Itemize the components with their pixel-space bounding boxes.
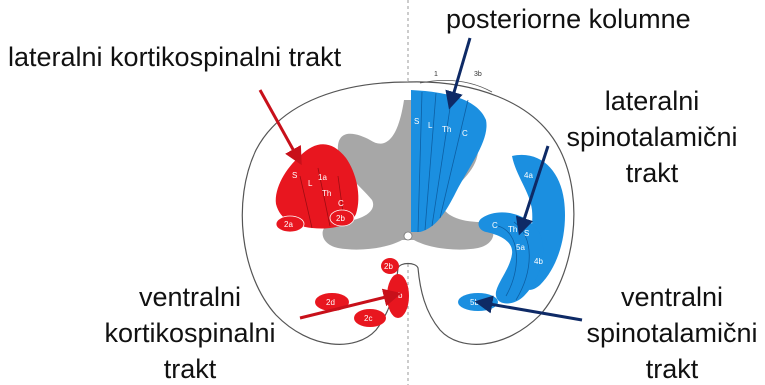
marker-pc-c: C <box>462 129 468 138</box>
marker-2a: 2a <box>284 220 293 229</box>
marker-lst-th: Th <box>508 225 517 234</box>
marker-4b: 4b <box>534 257 543 266</box>
label-lateral-spinothalamic-line3: trakt <box>626 158 679 188</box>
marker-lct-th: Th <box>322 189 331 198</box>
label-ventral-corticospinal-line3: trakt <box>164 354 217 384</box>
marker-lct-l: L <box>308 179 313 188</box>
marker-lct-s: S <box>292 171 297 180</box>
label-ventral-spinothalamic-line1: ventralni <box>621 282 723 312</box>
label-lateral-spinothalamic-line1: lateralni <box>605 86 700 116</box>
label-ventral-corticospinal-line1: ventralni <box>139 282 241 312</box>
label-ventral-spinothalamic-line3: trakt <box>646 354 699 384</box>
marker-vct-b: b <box>398 291 403 300</box>
label-lateral-spinothalamic: lateralni spinotalamični trakt <box>566 86 737 188</box>
marker-5a: 5a <box>516 243 525 252</box>
marker-1a: 1a <box>318 173 327 182</box>
marker-1: 1 <box>434 71 438 78</box>
label-posterior-columns: posteriorne kolumne <box>446 4 691 34</box>
label-ventral-corticospinal-line2: kortikospinalni <box>104 318 275 348</box>
label-lateral-spinothalamic-line2: spinotalamični <box>566 122 737 152</box>
marker-2c: 2c <box>364 314 372 323</box>
label-ventral-spinothalamic-line2: spinotalamični <box>586 318 757 348</box>
central-canal <box>404 232 412 240</box>
marker-pc-l: L <box>428 121 433 130</box>
marker-4a: 4a <box>524 171 533 180</box>
marker-pc-s: S <box>414 117 419 126</box>
marker-lst-c: C <box>492 221 498 230</box>
marker-pc-th: Th <box>442 125 451 134</box>
label-ventral-corticospinal: ventralni kortikospinalni trakt <box>104 282 275 384</box>
marker-2d: 2d <box>326 298 335 307</box>
marker-3b: 3b <box>474 71 482 78</box>
marker-vct-2b: 2b <box>384 262 393 271</box>
label-ventral-spinothalamic: ventralni spinotalamični trakt <box>586 282 757 384</box>
marker-lst-s: S <box>524 229 529 238</box>
label-lateral-corticospinal: lateralni kortikospinalni trakt <box>8 42 342 72</box>
marker-lct-2b: 2b <box>336 214 345 223</box>
marker-lct-c: C <box>338 199 344 208</box>
